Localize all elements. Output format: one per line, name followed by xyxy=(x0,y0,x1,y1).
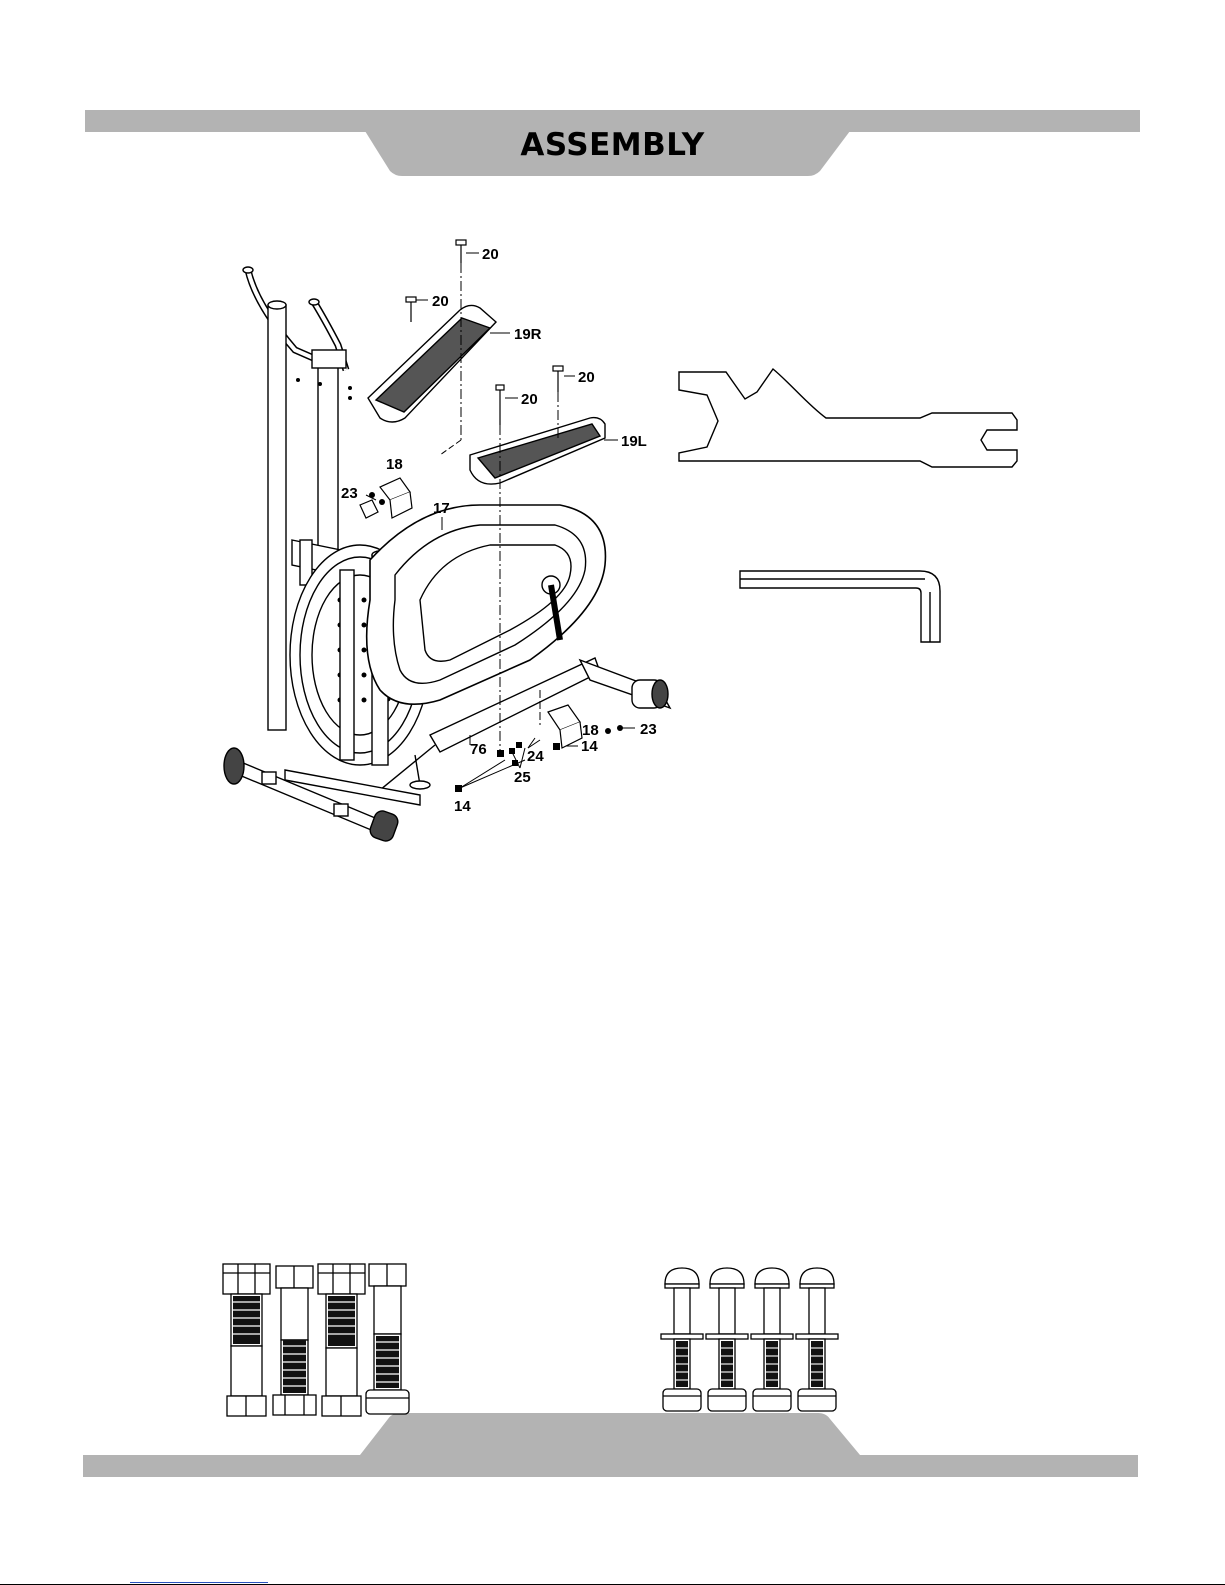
callout-14: 14 xyxy=(581,738,598,755)
callout-19L: 19L xyxy=(621,433,647,450)
pedal-19R-icon xyxy=(368,305,496,422)
pedal-19L-icon xyxy=(470,418,605,484)
callout-18: 18 xyxy=(386,456,403,473)
footer-link-underline xyxy=(130,1582,268,1583)
callout-20: 20 xyxy=(521,391,538,408)
callout-20: 20 xyxy=(432,293,449,310)
carriage-bolt-icon xyxy=(661,1268,838,1411)
callout-23: 23 xyxy=(640,721,657,738)
callout-25: 25 xyxy=(514,769,531,786)
callout-76: 76 xyxy=(470,741,487,758)
callout-18: 18 xyxy=(582,722,599,739)
callout-20: 20 xyxy=(482,246,499,263)
callout-14: 14 xyxy=(454,798,471,815)
callout-20: 20 xyxy=(578,369,595,386)
carriage-bolt-threads xyxy=(676,1341,823,1387)
callout-23: 23 xyxy=(341,485,358,502)
callout-17: 17 xyxy=(433,500,450,517)
carriage-thread-lines xyxy=(676,1348,823,1380)
allen-key-icon xyxy=(740,571,940,642)
callout-24: 24 xyxy=(527,748,544,765)
open-end-wrench-icon xyxy=(679,369,1017,467)
callout-19R: 19R xyxy=(514,326,542,343)
